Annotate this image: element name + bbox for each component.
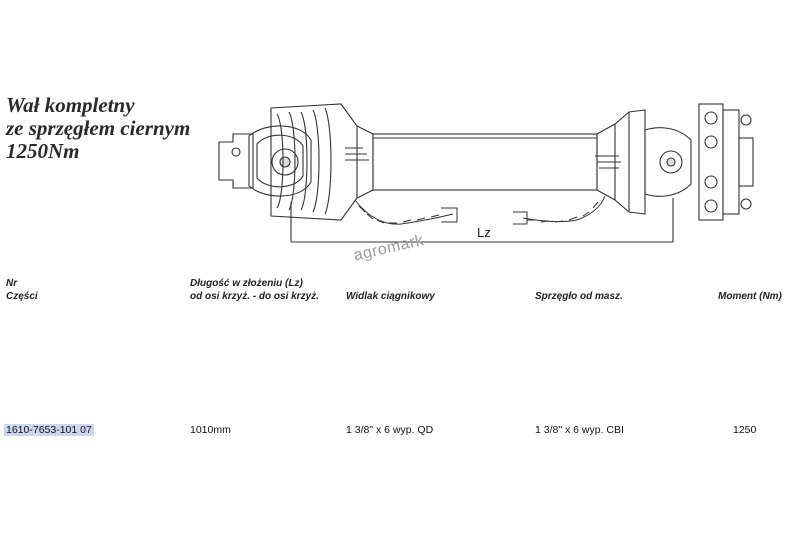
cell-length: 1010mm <box>190 424 231 436</box>
cell-part-number: 1610-7653-101 07 <box>4 424 94 436</box>
right-chain <box>522 195 606 223</box>
product-title: Wał kompletny ze sprzęgłem ciernym 1250N… <box>6 94 190 163</box>
left-yoke <box>218 133 254 189</box>
title-line-3: 1250Nm <box>6 139 80 163</box>
header-part-number: Nr Części <box>6 278 38 302</box>
header-length: Długość w złożeniu (Lz) od osi krzyż. - … <box>190 278 319 302</box>
pto-shaft-drawing: Lz <box>218 103 754 243</box>
cell-torque: 1250 <box>733 424 757 436</box>
shaft-tube <box>372 133 598 191</box>
header-torque: Moment (Nm) <box>718 291 782 302</box>
cell-clutch: 1 3/8" x 6 wyp. CBI <box>535 424 624 436</box>
header-clutch: Sprzęgło od masz. <box>535 291 623 302</box>
header-tractor-yoke: Widlak ciągnikowy <box>346 291 435 302</box>
cell-tractor-yoke: 1 3/8" x 6 wyp. QD <box>346 424 434 436</box>
dimension-line <box>290 198 674 243</box>
dimension-label: Lz <box>477 225 491 240</box>
left-chain <box>354 199 454 225</box>
right-guard <box>596 109 646 215</box>
title-line-1: Wał kompletny <box>6 93 135 117</box>
friction-clutch <box>698 103 724 221</box>
title-line-2: ze sprzęgłem ciernym <box>6 116 191 140</box>
